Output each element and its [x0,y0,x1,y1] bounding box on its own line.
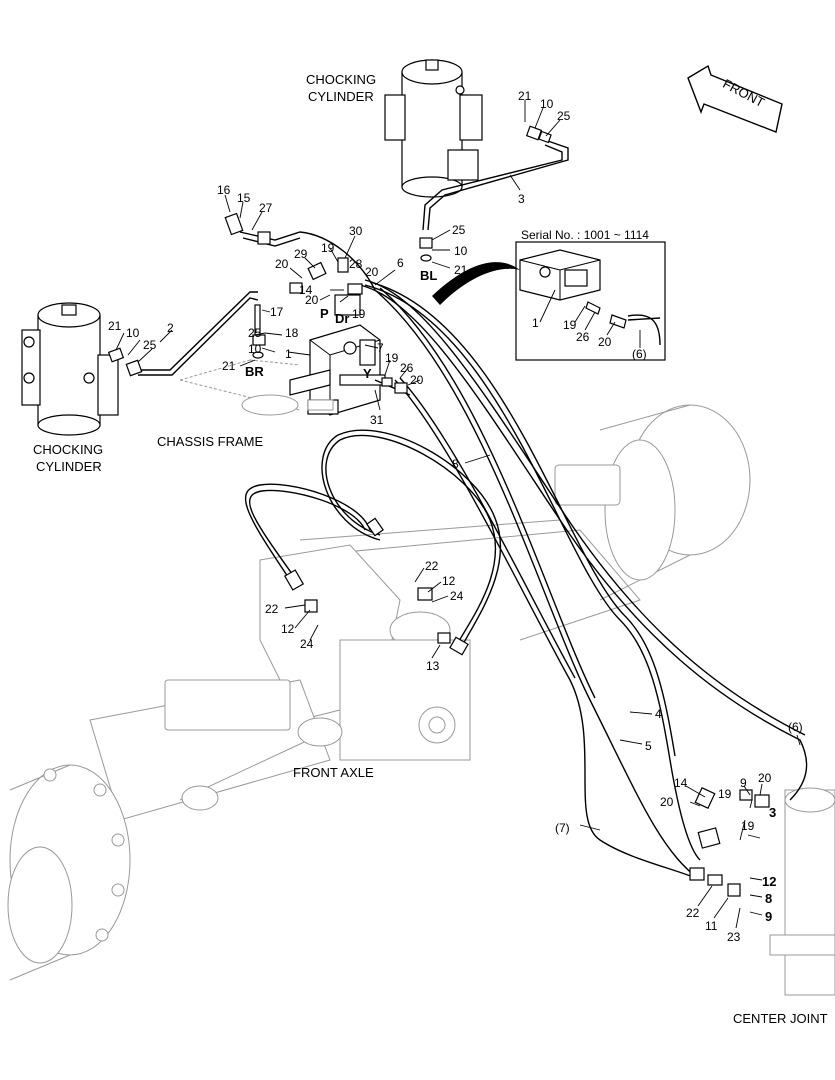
hydraulic-hoses [138,139,808,881]
label-chassis-frame: CHASSIS FRAME [157,434,264,449]
part-number-21: 21 [222,359,236,373]
label-center-joint: CENTER JOINT [733,1011,828,1026]
part-number-9: 9 [765,909,772,924]
port-y: Y [363,366,372,381]
part-number-12: 12 [762,874,776,889]
part-number-20: 20 [758,771,772,785]
port-bl: BL [420,268,437,283]
part-number-2: 2 [167,321,174,335]
part-number-12: 12 [281,622,295,636]
part-number-11: 11 [705,919,718,933]
part-ref-6: (6) [632,347,647,361]
part-number-14: 14 [674,776,688,790]
part-number-26: 26 [576,330,590,344]
part-ref-6: (6) [788,720,803,734]
part-number-19: 19 [563,318,577,332]
part-number-31: 31 [370,413,384,427]
part-number-29: 29 [294,247,308,261]
part-number-19: 19 [718,787,732,801]
serial-inset-box [515,241,666,361]
port-br: BR [245,364,264,379]
label-chocking-cylinder-left-1: CHOCKING [33,442,103,457]
part-number-20: 20 [410,373,424,387]
part-number-20: 20 [275,257,289,271]
part-number-20: 20 [365,265,379,279]
part-number-19: 19 [385,351,399,365]
part-number-10: 10 [126,326,140,340]
part-ref-7: (7) [555,821,570,835]
part-number-9: 9 [740,776,747,790]
part-number-19: 19 [352,307,366,321]
part-number-10: 10 [454,244,468,258]
part-number-25: 25 [452,223,466,237]
inset-pointer [432,262,520,305]
part-number-24: 24 [300,637,314,651]
label-chocking-cylinder-top-1: CHOCKING [306,72,376,87]
part-number-12: 12 [442,574,456,588]
text-labels: CHOCKING CYLINDER CHOCKING CYLINDER CHAS… [33,72,828,1026]
part-number-20: 20 [305,293,319,307]
label-chocking-cylinder-left-2: CYLINDER [36,459,102,474]
leader-lines [115,100,801,929]
label-chocking-cylinder-top-2: CYLINDER [308,89,374,104]
part-number-6: 6 [397,256,404,270]
part-number-23: 23 [727,930,741,944]
part-number-4: 4 [655,707,662,721]
part-number-22: 22 [686,906,700,920]
part-number-20: 20 [660,795,674,809]
part-number-15: 15 [237,191,251,205]
part-number-3: 3 [769,805,776,820]
chocking-cylinder-left [21,302,119,436]
part-number-21: 21 [454,263,468,277]
valve-block [254,294,386,416]
part-number-24: 24 [450,589,464,603]
part-number-8: 8 [765,891,772,906]
part-number-13: 13 [426,659,440,673]
part-number-20: 20 [598,335,612,349]
chocking-cylinder-top [384,59,483,198]
port-dr: Dr [335,311,349,326]
front-arrow [687,64,783,133]
part-number-1: 1 [532,316,539,330]
part-number-28: 28 [349,257,363,271]
part-number-22: 22 [265,602,279,616]
part-number-19: 19 [741,819,755,833]
part-number-8: 8 [452,457,459,471]
part-number-30: 30 [349,224,363,238]
part-number-21: 21 [518,89,532,103]
part-number-1: 1 [285,347,292,361]
chassis-frame [179,359,334,416]
part-number-10: 10 [248,342,262,356]
part-number-25: 25 [248,326,262,340]
port-p: P [320,306,329,321]
part-number-18: 18 [285,326,299,340]
part-number-10: 10 [540,97,554,111]
part-number-26: 26 [400,361,414,375]
label-front-axle: FRONT AXLE [293,765,374,780]
part-number-7: 7 [377,341,384,355]
label-serial: Serial No. : 1001 ~ 1114 [521,228,649,242]
axle-housing-drawing [7,404,835,996]
fittings [107,125,770,897]
part-number-22: 22 [425,559,439,573]
part-number-21: 21 [108,319,122,333]
part-number-5: 5 [645,739,652,753]
part-number-25: 25 [557,109,571,123]
part-number-27: 27 [259,201,273,215]
part-number-14: 14 [299,283,313,297]
part-number-17: 17 [270,305,284,319]
part-number-19: 19 [321,241,335,255]
part-number-25: 25 [143,338,157,352]
part-number-16: 16 [217,183,231,197]
part-number-3: 3 [518,192,525,206]
